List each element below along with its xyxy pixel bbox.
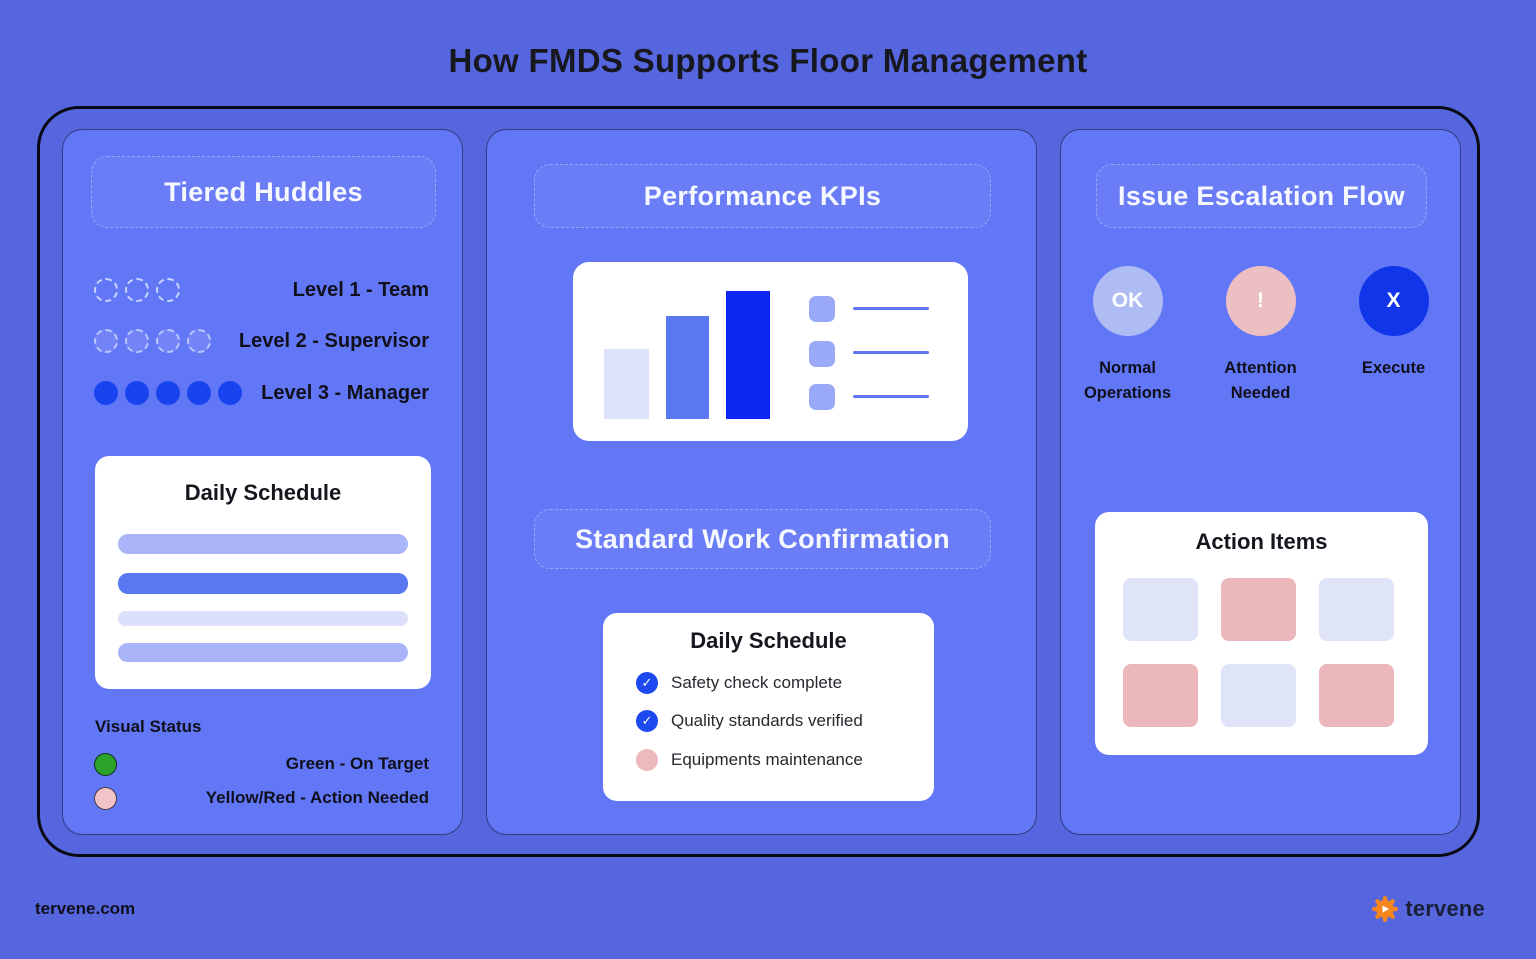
ok-circle-icon: OK (1092, 266, 1163, 336)
checklist-item-label: Equipments maintenance (671, 750, 863, 769)
tiered-huddles-title: Tiered Huddles (91, 156, 436, 228)
level-3-label: Level 3 - Manager (261, 381, 429, 404)
kpi-bar (604, 349, 649, 419)
panel-issue-escalation: Issue Escalation Flow OK Normal Operatio… (1060, 129, 1461, 835)
person-dot-icon (125, 381, 149, 405)
action-item-tile (1319, 578, 1394, 641)
stage-attention-needed: ! Attention Needed (1194, 266, 1327, 406)
action-items-title: Action Items (1195, 529, 1328, 554)
stage-label: Execute (1361, 359, 1426, 377)
schedule-bar (118, 573, 408, 594)
daily-schedule-checklist-card: Daily Schedule ✓ Safety check complete ✓… (603, 613, 934, 801)
checklist-line (853, 307, 929, 310)
issue-escalation-title: Issue Escalation Flow (1096, 164, 1427, 228)
panel-tiered-huddles: Tiered Huddles Level 1 - Team Level 2 - … (62, 129, 463, 835)
stage-label: Normal Operations (1083, 359, 1172, 402)
checklist-item: ✓ Safety check complete (636, 671, 842, 695)
footer-url: tervene.com (35, 899, 136, 918)
stage-normal-operations: OK Normal Operations (1061, 266, 1194, 406)
person-dot-icon (156, 278, 180, 302)
supervisor-dots (94, 329, 211, 353)
visual-status-title: Visual Status (95, 717, 202, 736)
checklist-item: ✓ Quality standards verified (636, 709, 863, 733)
yellow-red-status-icon (94, 786, 117, 810)
person-dot-icon (125, 278, 149, 302)
yellow-red-status-label: Yellow/Red - Action Needed (205, 788, 429, 807)
checklist-square-icon (809, 296, 835, 322)
level-row-supervisor: Level 2 - Supervisor (94, 328, 429, 354)
level-row-team: Level 1 - Team (94, 277, 429, 303)
green-status-label: Green - On Target (285, 754, 429, 773)
tiered-huddles-title-text: Tiered Huddles (164, 176, 363, 207)
kpi-bar (666, 316, 709, 419)
action-item-tile (1123, 578, 1198, 641)
checklist-card-title: Daily Schedule (690, 628, 847, 653)
level-2-label: Level 2 - Supervisor (238, 329, 429, 352)
checklist-square-icon (809, 341, 835, 367)
legend-row-yellow-red: Yellow/Red - Action Needed (94, 786, 429, 810)
page-title: How FMDS Supports Floor Management (448, 42, 1088, 79)
alert-circle-icon: ! (1225, 266, 1296, 336)
action-item-tile (1123, 664, 1198, 727)
escalation-stages: OK Normal Operations ! Attention Needed … (1061, 266, 1460, 406)
checklist-square-icon (809, 384, 835, 410)
level-row-manager: Level 3 - Manager (94, 380, 429, 406)
schedule-bar (118, 534, 408, 554)
execute-circle-icon: X (1358, 266, 1429, 336)
action-item-tile (1221, 664, 1296, 727)
tervene-logo-text: tervene (1405, 896, 1485, 921)
level-1-label: Level 1 - Team (292, 278, 429, 301)
team-dots (94, 278, 180, 302)
tervene-logo: tervene (1371, 895, 1485, 923)
person-dot-icon (94, 381, 118, 405)
daily-schedule-title: Daily Schedule (184, 480, 342, 505)
gear-play-icon (1372, 896, 1399, 922)
person-dot-icon (125, 329, 149, 353)
pending-dot-icon (636, 749, 658, 771)
schedule-bar (118, 643, 408, 662)
panel-performance-kpis: Performance KPIs Standard Work Confirmat… (486, 129, 1037, 835)
person-dot-icon (156, 381, 180, 405)
action-item-tile (1221, 578, 1296, 641)
issue-escalation-title-text: Issue Escalation Flow (1118, 180, 1405, 211)
daily-schedule-card: Daily Schedule (95, 456, 431, 689)
stage-execute: X Execute (1327, 266, 1460, 406)
checklist-item-label: Safety check complete (671, 673, 843, 692)
person-dot-icon (187, 381, 211, 405)
green-status-icon (94, 752, 117, 776)
performance-kpis-title: Performance KPIs (534, 164, 991, 228)
person-dot-icon (187, 329, 211, 353)
standard-work-title-text: Standard Work Confirmation (575, 523, 950, 554)
person-dot-icon (218, 381, 242, 405)
checklist-line (853, 395, 929, 398)
checklist-line (853, 351, 929, 354)
manager-dots (94, 381, 242, 405)
schedule-bar (118, 611, 408, 626)
checklist-item: Equipments maintenance (636, 748, 863, 772)
kpi-bar (726, 291, 770, 419)
standard-work-title: Standard Work Confirmation (534, 509, 991, 569)
stage-label: Attention Needed (1224, 359, 1297, 402)
kpi-chart-card (573, 262, 968, 441)
legend-row-green: Green - On Target (94, 752, 429, 776)
outer-frame (37, 106, 1480, 857)
check-icon: ✓ (636, 710, 658, 732)
checklist-item-label: Quality standards verified (671, 711, 863, 730)
person-dot-icon (156, 329, 180, 353)
action-items-grid (1123, 578, 1394, 727)
check-icon: ✓ (636, 672, 658, 694)
person-dot-icon (94, 329, 118, 353)
action-items-card: Action Items (1095, 512, 1428, 755)
performance-kpis-title-text: Performance KPIs (643, 180, 882, 211)
action-item-tile (1319, 664, 1394, 727)
person-dot-icon (94, 278, 118, 302)
